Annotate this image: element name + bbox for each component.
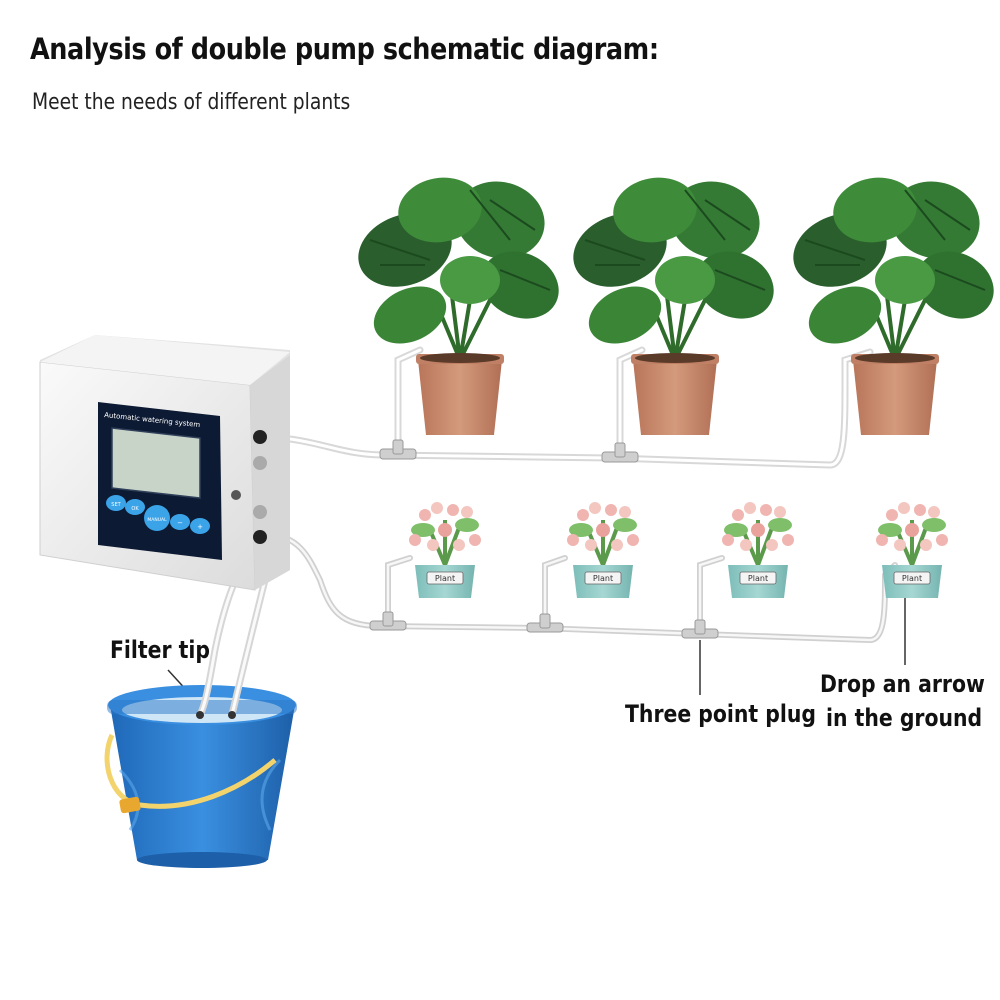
three-point-plug-connectors bbox=[369, 439, 719, 639]
succulent-icon bbox=[567, 502, 639, 566]
device-button-minus[interactable]: − bbox=[170, 514, 190, 530]
filter-tip-label: Filter tip bbox=[110, 636, 211, 664]
pot-label: Plant bbox=[435, 574, 455, 583]
button-label: SET bbox=[111, 502, 121, 508]
outlet-port-icon bbox=[253, 530, 267, 544]
inlet-port-icon bbox=[253, 505, 267, 519]
upper-tube-line bbox=[266, 346, 874, 469]
drop-arrow-label-line2: in the ground bbox=[826, 704, 983, 732]
device-button-manual[interactable]: MANUAL bbox=[144, 505, 170, 531]
button-label: OK bbox=[131, 506, 139, 512]
pot-label: Plant bbox=[902, 574, 922, 583]
succulent-icon bbox=[409, 502, 481, 566]
small-plant-2: Plant bbox=[567, 502, 639, 598]
pump-controller-device: Automatic watering system bbox=[39, 335, 290, 591]
terracotta-pot-icon bbox=[853, 360, 937, 435]
filter-tip-icon bbox=[196, 711, 204, 719]
drop-arrow-label-line1: Drop an arrow bbox=[820, 670, 985, 698]
small-plant-1: Plant bbox=[409, 502, 481, 598]
pot-label: Plant bbox=[748, 574, 768, 583]
page-title: Analysis of double pump schematic diagra… bbox=[30, 32, 659, 66]
outlet-port-icon bbox=[253, 430, 267, 444]
terracotta-pot-icon bbox=[418, 360, 502, 435]
filter-tip-icon bbox=[228, 711, 236, 719]
terracotta-pot-icon bbox=[633, 360, 717, 435]
large-plant-1 bbox=[358, 177, 559, 435]
page-subtitle: Meet the needs of different plants bbox=[32, 90, 351, 115]
succulent-icon bbox=[876, 502, 948, 566]
large-plant-3 bbox=[793, 177, 994, 435]
pot-label: Plant bbox=[593, 574, 613, 583]
monstera-leaves-icon bbox=[793, 177, 994, 361]
inlet-port-icon bbox=[253, 456, 267, 470]
button-label: − bbox=[177, 519, 183, 527]
device-button-ok[interactable]: OK bbox=[125, 499, 145, 515]
button-label: + bbox=[197, 523, 203, 531]
button-label: MANUAL bbox=[147, 517, 167, 523]
small-plant-3: Plant bbox=[722, 502, 794, 598]
monstera-leaves-icon bbox=[573, 177, 774, 361]
power-jack-icon bbox=[231, 490, 241, 500]
large-plant-2 bbox=[573, 177, 774, 435]
bucket-handle bbox=[104, 733, 277, 809]
succulent-icon bbox=[722, 502, 794, 566]
lcd-display bbox=[111, 427, 201, 499]
three-point-plug-label: Three point plug bbox=[625, 700, 816, 728]
device-button-plus[interactable]: + bbox=[190, 518, 210, 534]
monstera-leaves-icon bbox=[358, 177, 559, 361]
small-plant-4: Plant bbox=[876, 502, 948, 598]
device-button-set[interactable]: SET bbox=[106, 495, 126, 511]
